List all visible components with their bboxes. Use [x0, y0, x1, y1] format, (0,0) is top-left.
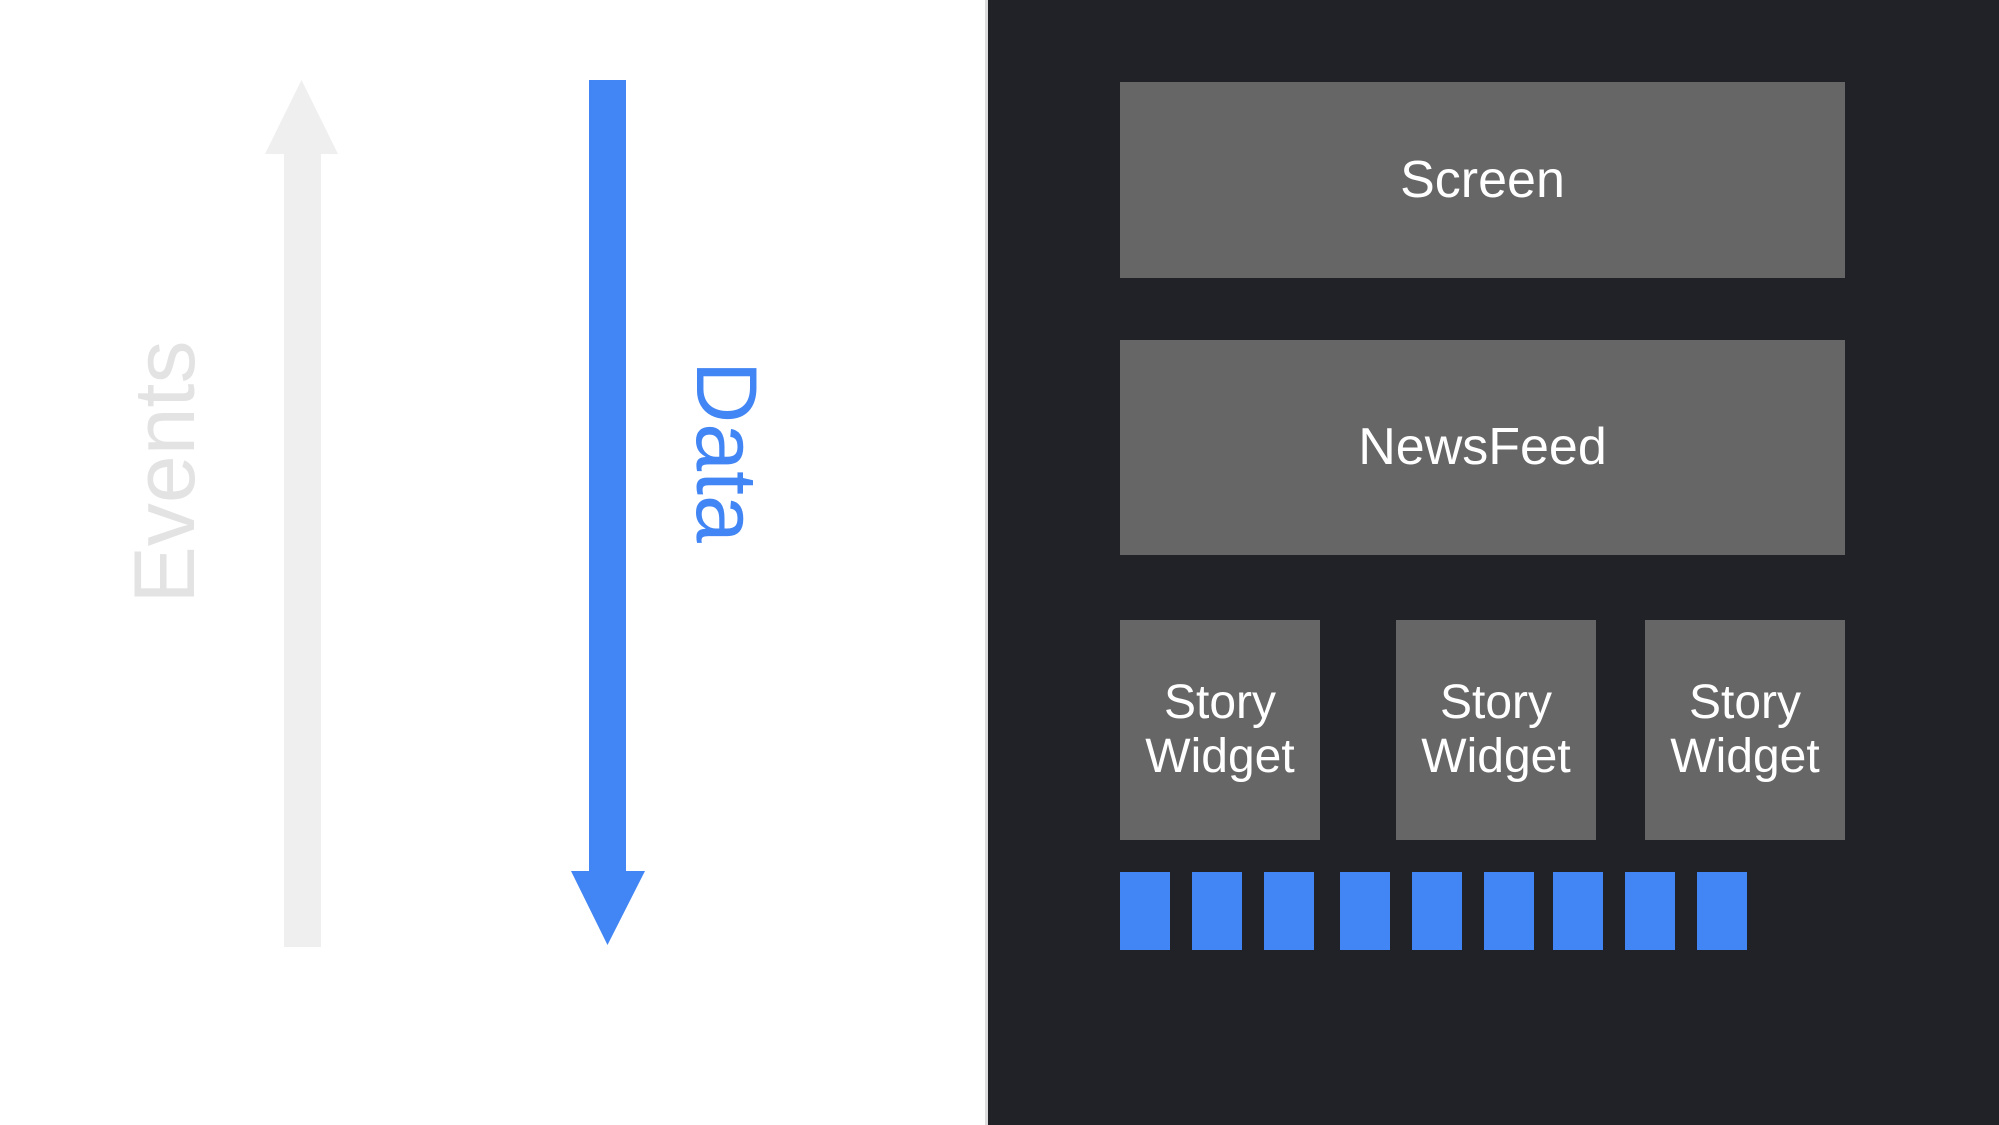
story-widget-label-1: Story Widget — [1421, 676, 1570, 784]
leaf-group-2 — [1553, 872, 1747, 950]
node-story-widget-0[interactable]: Story Widget — [1120, 620, 1320, 840]
leaf-node[interactable] — [1340, 872, 1390, 950]
leaf-node[interactable] — [1412, 872, 1462, 950]
data-arrow-down-icon — [571, 80, 645, 945]
leaf-group-1 — [1340, 872, 1534, 950]
story-widget-label-line2: Widget — [1670, 730, 1820, 783]
story-widget-label-line1: Story — [1163, 676, 1276, 730]
panel-divider — [985, 0, 988, 1125]
leaf-node[interactable] — [1697, 872, 1747, 950]
leaf-node[interactable] — [1553, 872, 1603, 950]
story-widget-label-0: Story Widget — [1145, 676, 1294, 784]
leaf-node[interactable] — [1192, 872, 1242, 950]
story-widget-label-line2: Widget — [1145, 730, 1295, 783]
events-arrow-up-icon — [265, 80, 338, 947]
leaf-node[interactable] — [1625, 872, 1675, 950]
node-story-widget-1[interactable]: Story Widget — [1396, 620, 1596, 840]
leaf-group-0 — [1120, 872, 1314, 950]
story-widget-label-line2: Widget — [1421, 730, 1571, 783]
component-tree-panel: Screen NewsFeed Story Widget Story Widge… — [988, 0, 1999, 1125]
data-axis-label: Data — [678, 361, 774, 543]
leaf-node[interactable] — [1264, 872, 1314, 950]
leaf-node[interactable] — [1484, 872, 1534, 950]
node-story-widget-2[interactable]: Story Widget — [1645, 620, 1845, 840]
node-newsfeed[interactable]: NewsFeed — [1120, 340, 1845, 555]
flow-axis-panel: Events Data — [0, 0, 990, 1125]
story-widget-label-line1: Story — [1439, 676, 1552, 730]
story-widget-label-line1: Story — [1688, 676, 1801, 730]
events-axis-label: Events — [117, 340, 213, 604]
leaf-node[interactable] — [1120, 872, 1170, 950]
node-screen[interactable]: Screen — [1120, 82, 1845, 278]
story-widget-label-2: Story Widget — [1670, 676, 1819, 784]
